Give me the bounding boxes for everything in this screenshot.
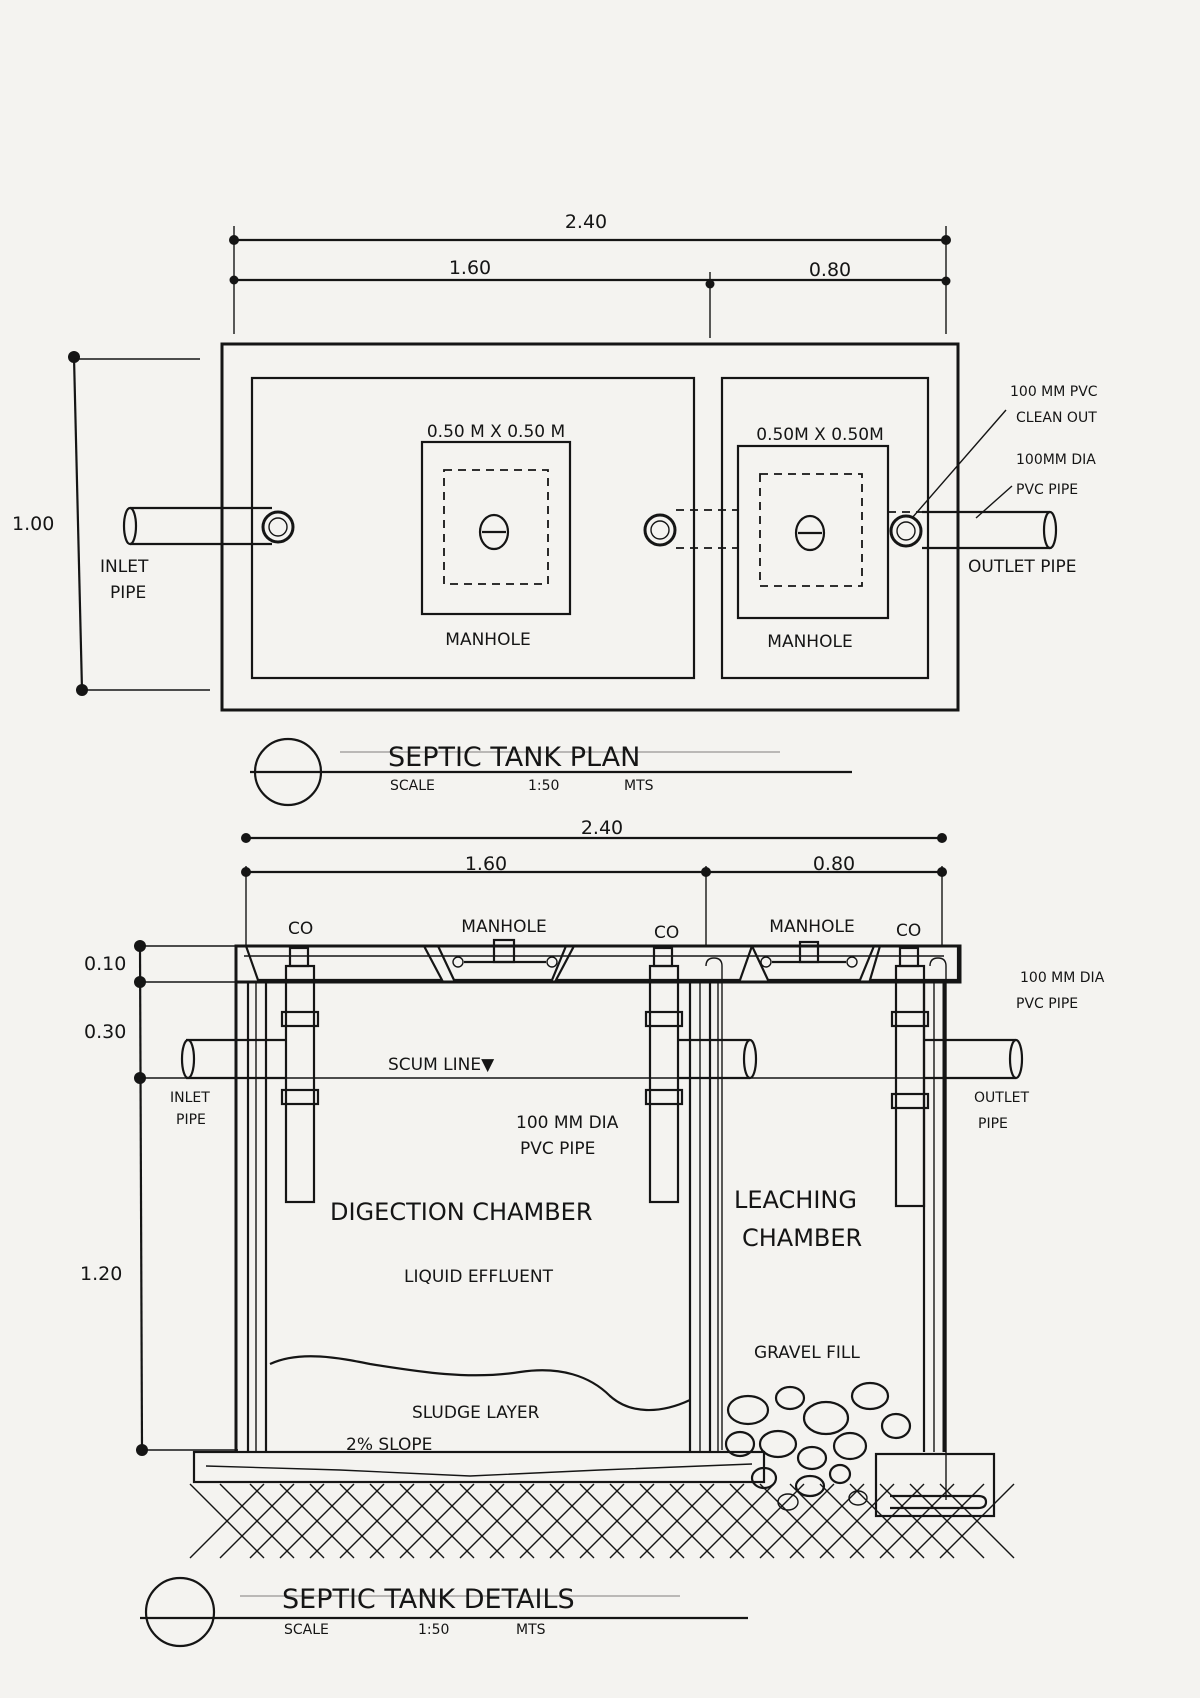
detail-digestion-chamber: DIGECTION CHAMBER bbox=[330, 1198, 593, 1226]
plan-scale-unit: MTS bbox=[624, 778, 654, 794]
plan-manhole-right bbox=[736, 444, 890, 620]
plan-outlet-pipe bbox=[888, 409, 1058, 550]
plan-title: SEPTIC TANK PLAN bbox=[388, 742, 640, 773]
detail-dim-overall: 2.40 bbox=[581, 817, 623, 839]
detail-cleanout-tee-3 bbox=[890, 946, 1024, 1500]
plan-cleanout-label-1: 100 MM PVC bbox=[1010, 384, 1098, 400]
gravel-fill bbox=[724, 1381, 912, 1511]
detail-manhole-2 bbox=[760, 940, 858, 968]
detail-inlet-1: INLET bbox=[170, 1090, 210, 1106]
detail-dim-d2: 0.30 bbox=[84, 1021, 126, 1043]
plan-dimension-lines bbox=[68, 226, 951, 696]
detail-pvc-mid-2: PVC PIPE bbox=[520, 1139, 595, 1159]
detail-scale-label: SCALE bbox=[284, 1622, 329, 1638]
detail-cover-slabs bbox=[244, 944, 960, 982]
soil-hatch bbox=[189, 1483, 1015, 1559]
plan-scale-value: 1:50 bbox=[528, 778, 559, 794]
detail-gravel-fill: GRAVEL FILL bbox=[754, 1343, 860, 1363]
plan-manhole-label-left: MANHOLE bbox=[445, 630, 530, 650]
septic-tank-plan: 2.40 1.60 0.80 1.00 0.50 M X 0.50 M 0.50… bbox=[12, 211, 1098, 807]
plan-dim-overall: 2.40 bbox=[565, 211, 607, 233]
detail-cleanout-tee-2 bbox=[644, 946, 758, 1450]
plan-manhole-left bbox=[420, 440, 572, 616]
sludge-layer-line bbox=[269, 1355, 691, 1412]
detail-sludge-layer: SLUDGE LAYER bbox=[412, 1403, 540, 1423]
plan-connecting-pipe bbox=[643, 509, 738, 549]
detail-pvc-right-1: 100 MM DIA bbox=[1020, 970, 1105, 986]
plan-dim-left: 1.60 bbox=[449, 257, 491, 279]
detail-liquid-effluent: LIQUID EFFLUENT bbox=[404, 1267, 554, 1287]
detail-dim-left: 1.60 bbox=[465, 853, 507, 875]
detail-co-2: CO bbox=[654, 923, 679, 943]
detail-title-block bbox=[140, 1576, 748, 1648]
detail-manhole-label-1: MANHOLE bbox=[461, 917, 546, 937]
detail-cleanout-tee-1 bbox=[180, 946, 320, 1204]
plan-dim-height: 1.00 bbox=[12, 513, 54, 535]
plan-dim-right: 0.80 bbox=[809, 259, 851, 281]
plan-inlet-label-1: INLET bbox=[100, 557, 149, 577]
detail-outlet-2: PIPE bbox=[978, 1116, 1008, 1132]
plan-scale-label: SCALE bbox=[390, 778, 435, 794]
detail-co-1: CO bbox=[288, 919, 313, 939]
detail-manhole-label-2: MANHOLE bbox=[769, 917, 854, 937]
detail-base-slab bbox=[192, 1450, 996, 1518]
plan-title-block bbox=[250, 737, 852, 807]
detail-dim-d1: 0.10 bbox=[84, 953, 126, 975]
plan-manhole-label-right: MANHOLE bbox=[767, 632, 852, 652]
plan-outlet-label: OUTLET PIPE bbox=[968, 557, 1076, 577]
detail-scale-value: 1:50 bbox=[418, 1622, 449, 1638]
detail-leaching-1: LEACHING bbox=[734, 1186, 857, 1214]
detail-leaching-2: CHAMBER bbox=[742, 1224, 862, 1252]
detail-outlet-1: OUTLET bbox=[974, 1090, 1029, 1106]
detail-scale-unit: MTS bbox=[516, 1622, 546, 1638]
plan-inlet-label-2: PIPE bbox=[110, 583, 146, 603]
detail-slope: 2% SLOPE bbox=[346, 1435, 432, 1455]
septic-tank-details: 2.40 1.60 0.80 0.10 0.30 1.20 bbox=[80, 817, 1105, 1648]
plan-cleanout-label-2: CLEAN OUT bbox=[1016, 410, 1097, 426]
plan-pvc-label-2: PVC PIPE bbox=[1016, 482, 1078, 498]
detail-dim-d3: 1.20 bbox=[80, 1263, 122, 1285]
plan-manhole-size-right: 0.50M X 0.50M bbox=[756, 425, 884, 445]
detail-tank-walls bbox=[234, 944, 962, 1452]
plan-pvc-label-1: 100MM DIA bbox=[1016, 452, 1096, 468]
detail-manhole-1 bbox=[452, 938, 558, 968]
detail-scum-line: SCUM LINE▼ bbox=[388, 1055, 495, 1075]
detail-co-3: CO bbox=[896, 921, 921, 941]
detail-title: SEPTIC TANK DETAILS bbox=[282, 1584, 575, 1615]
plan-tank-outline bbox=[220, 342, 960, 712]
detail-inlet-2: PIPE bbox=[176, 1112, 206, 1128]
plan-inlet-pipe bbox=[122, 506, 295, 546]
detail-pvc-mid-1: 100 MM DIA bbox=[516, 1113, 619, 1133]
plan-manhole-size-left: 0.50 M X 0.50 M bbox=[427, 422, 565, 442]
detail-pvc-right-2: PVC PIPE bbox=[1016, 996, 1078, 1012]
detail-dim-right: 0.80 bbox=[813, 853, 855, 875]
